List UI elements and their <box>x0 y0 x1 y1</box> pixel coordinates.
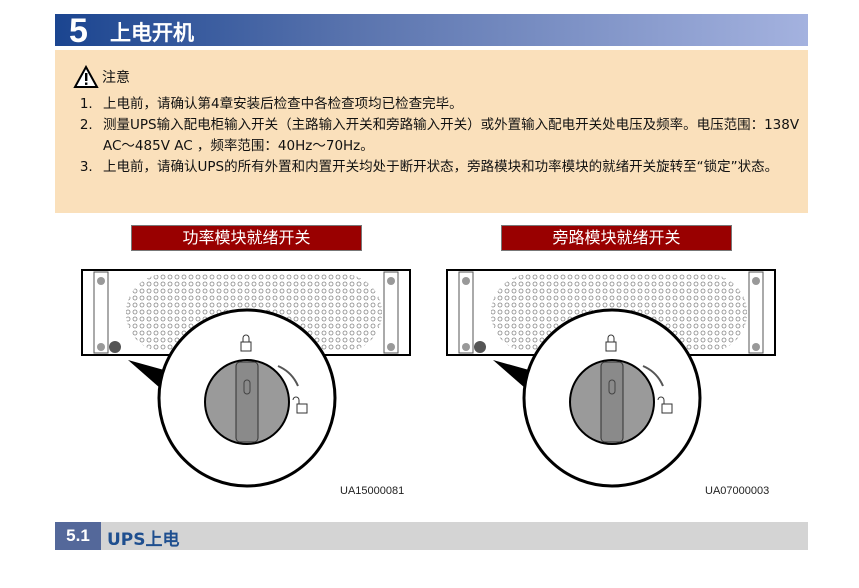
bypass-module-switch-label: 旁路模块就绪开关 <box>501 225 732 251</box>
warning-triangle-icon <box>73 65 99 88</box>
figure-caption: UA15000081 <box>340 485 405 497</box>
power-module-figure <box>81 269 411 488</box>
notice-list: 上电前，请确认第4章安装后检查中各检查项均已检查完毕。 测量UPS输入配电柜输入… <box>75 94 809 178</box>
notice-item: 上电前，请确认UPS的所有外置和内置开关均处于断开状态，旁路模块和功率模块的就绪… <box>97 157 809 178</box>
section-header: 5.1 UPS上电 <box>55 522 808 550</box>
notice-box: 注意 上电前，请确认第4章安装后检查中各检查项均已检查完毕。 测量UPS输入配电… <box>55 50 808 213</box>
notice-heading: 注意 <box>73 65 130 89</box>
notice-item: 上电前，请确认第4章安装后检查中各检查项均已检查完毕。 <box>97 94 809 115</box>
bypass-module-figure <box>446 269 776 488</box>
section-title: UPS上电 <box>107 530 180 550</box>
figure-caption: UA07000003 <box>705 485 770 497</box>
chapter-header: 5 上电开机 <box>55 12 808 50</box>
power-module-switch-label: 功率模块就绪开关 <box>131 225 362 251</box>
section-number: 5.1 <box>55 522 101 550</box>
notice-item: 测量UPS输入配电柜输入开关（主路输入开关和旁路输入开关）或外置输入配电开关处电… <box>97 115 809 157</box>
chapter-title: 上电开机 <box>110 21 194 45</box>
notice-heading-text: 注意 <box>102 70 130 86</box>
chapter-number: 5 <box>69 12 88 50</box>
